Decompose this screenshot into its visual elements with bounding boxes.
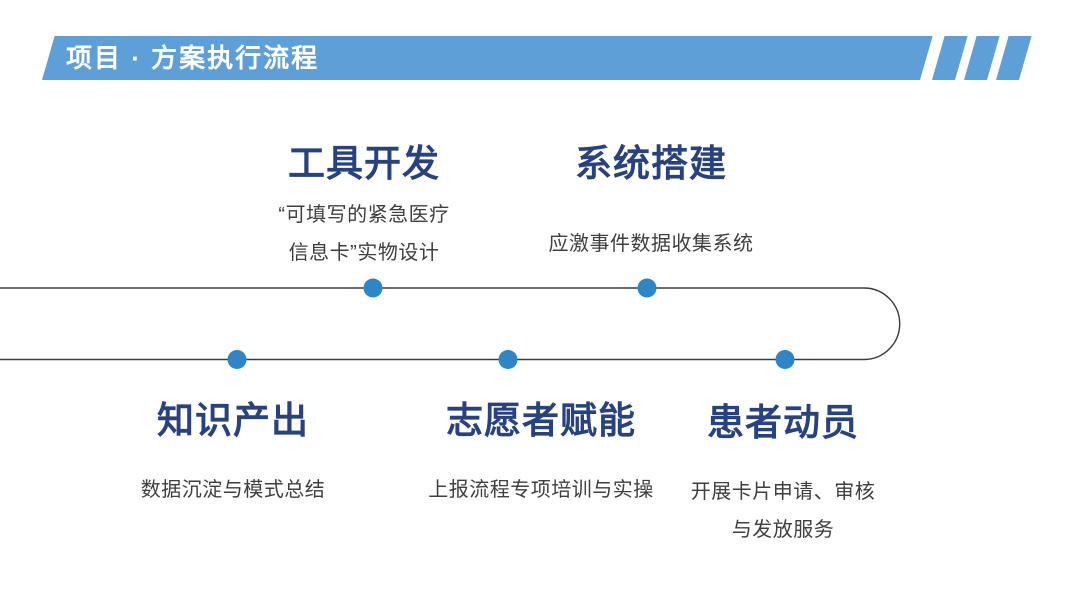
- stage-description-line: 应激事件数据收集系统: [548, 233, 754, 255]
- flow-node-dot: [227, 350, 247, 369]
- stage-title: 系统搭建: [575, 143, 727, 184]
- flow-path: [0, 287, 901, 361]
- flow-node-dot: [775, 350, 795, 369]
- stage-patient-mobilization: 患者动员 开展卡片申请、审核 与发放服务: [691, 399, 876, 549]
- stage-description-line: 信息卡”实物设计: [288, 242, 440, 264]
- stage-title: 知识产出: [157, 400, 309, 441]
- stage-description-line: “可填写的紧急医疗: [278, 204, 450, 226]
- stage-tool-development: 工具开发 “可填写的紧急医疗 信息卡”实物设计: [278, 140, 449, 272]
- stage-title: 工具开发: [287, 143, 440, 184]
- flow-node-dot: [637, 278, 657, 298]
- stage-description: 上报流程专项培训与实操: [428, 471, 654, 509]
- flow-node-dot: [498, 350, 518, 369]
- stage-title: 志愿者赋能: [446, 400, 636, 441]
- stage-knowledge-output: 知识产出 数据沉淀与模式总结: [141, 397, 326, 509]
- stage-description: 应激事件数据收集系统: [549, 225, 754, 263]
- stage-description-line: 开展卡片申请、审核: [690, 481, 876, 503]
- flow-node-dot: [363, 278, 383, 298]
- stage-description-line: 数据沉淀与模式总结: [140, 479, 326, 501]
- stage-system-building: 系统搭建 应激事件数据收集系统: [549, 140, 754, 263]
- stage-volunteer-empowerment: 志愿者赋能 上报流程专项培训与实操: [428, 397, 654, 509]
- stage-description: “可填写的紧急医疗 信息卡”实物设计: [278, 196, 449, 272]
- stage-description-line: 上报流程专项培训与实操: [428, 479, 654, 501]
- stage-title: 患者动员: [707, 402, 859, 443]
- stage-description: 数据沉淀与模式总结: [141, 471, 326, 509]
- page-title: 项目 · 方案执行流程: [66, 43, 320, 73]
- stage-description-line: 与发放服务: [731, 519, 835, 541]
- stage-description: 开展卡片申请、审核 与发放服务: [691, 473, 876, 549]
